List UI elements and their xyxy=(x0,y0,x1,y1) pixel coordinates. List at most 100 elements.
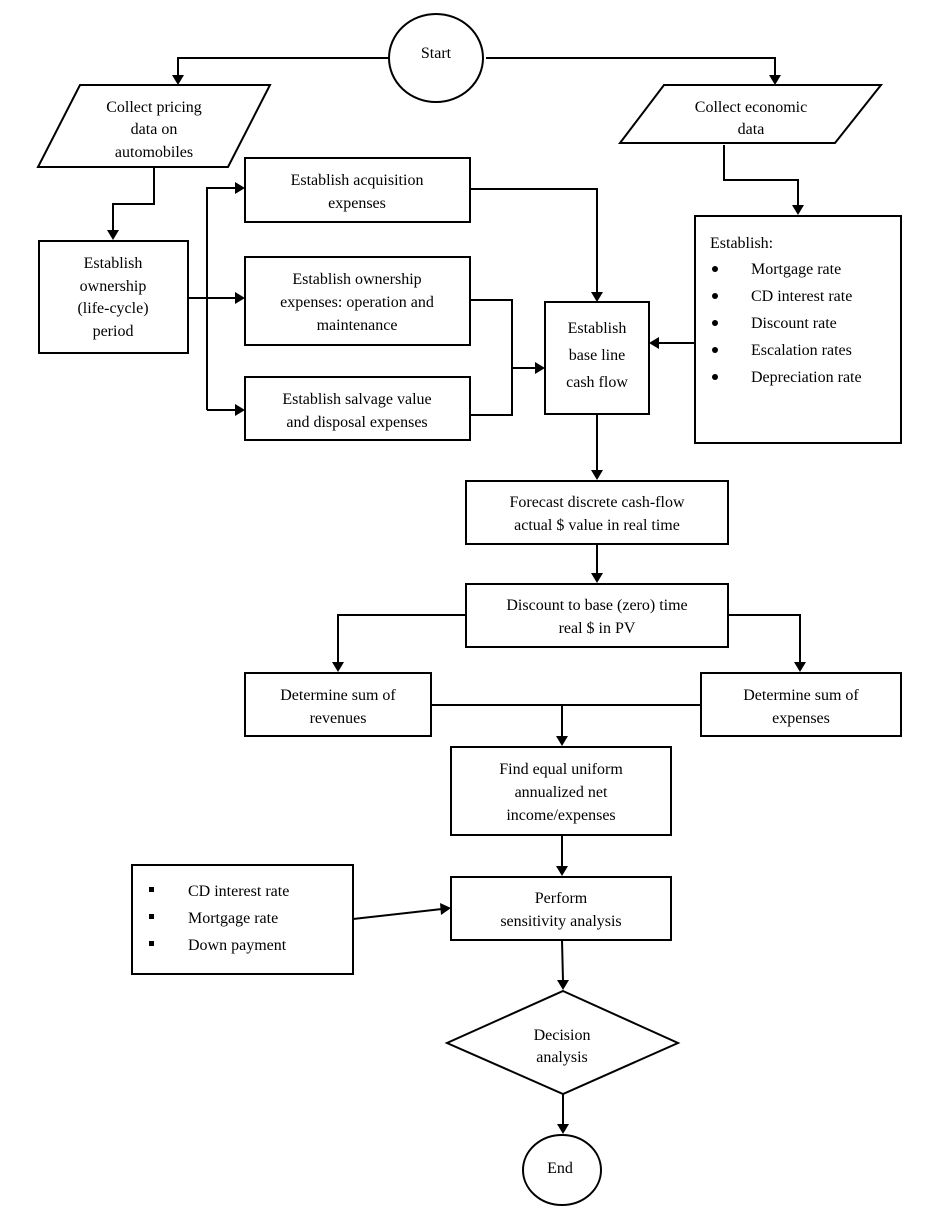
sensitivity-input-item: Down payment xyxy=(188,937,287,954)
bullet xyxy=(712,374,718,380)
rates-item: Discount rate xyxy=(751,315,837,332)
sum-expenses-line-1: Determine sum of xyxy=(743,687,859,704)
square-bullet xyxy=(149,887,154,892)
sum-revenues-line-1: Determine sum of xyxy=(280,687,396,704)
sensitivity-input-item: CD interest rate xyxy=(188,883,289,900)
arrowhead xyxy=(172,75,184,85)
salvage-line-2: and disposal expenses xyxy=(286,414,427,431)
end-node: End xyxy=(522,1134,602,1206)
arrowhead xyxy=(235,292,245,304)
arrowhead xyxy=(535,362,545,374)
bullet xyxy=(712,320,718,326)
ownership-expenses-node: Establish ownership expenses: operation … xyxy=(244,256,471,346)
equal-uniform-line-2: annualized net xyxy=(515,784,608,801)
connector-discount-to-revenues xyxy=(337,614,466,663)
connector-sensitivity-to-decision xyxy=(561,939,564,982)
collect-economic-line-2: data xyxy=(738,121,765,138)
square-bullet xyxy=(149,914,154,919)
connector-economic-to-rates xyxy=(723,145,799,206)
discount-line-2: real $ in PV xyxy=(559,620,636,637)
ownership-period-node: Establish ownership (life-cycle) period xyxy=(38,240,189,354)
acquisition-line-1: Establish acquisition xyxy=(291,172,424,189)
acquisition-node: Establish acquisition expenses xyxy=(244,157,471,223)
collect-pricing-line-1: Collect pricing xyxy=(106,99,202,116)
arrowhead xyxy=(235,404,245,416)
end-label: End xyxy=(547,1160,573,1177)
arrowhead xyxy=(556,866,568,876)
discount-node: Discount to base (zero) time real $ in P… xyxy=(465,583,729,648)
ownership-period-line-4: period xyxy=(93,323,134,340)
collect-pricing-line-2: data on xyxy=(131,121,178,138)
ownership-period-line-2: ownership xyxy=(80,278,147,295)
base-line-node: Establish base line cash flow xyxy=(544,301,650,415)
salvage-line-1: Establish salvage value xyxy=(282,391,431,408)
ownership-expenses-line-2: expenses: operation and xyxy=(280,294,434,311)
equal-uniform-line-3: income/expenses xyxy=(506,807,615,824)
decision-line-2: analysis xyxy=(536,1049,588,1066)
salvage-node: Establish salvage value and disposal exp… xyxy=(244,376,471,441)
base-line-line-2: base line xyxy=(569,347,625,364)
sum-expenses-node: Determine sum of expenses xyxy=(700,672,902,737)
sensitivity-line-1: Perform xyxy=(535,890,588,907)
connector-acquisition-to-baseline xyxy=(470,188,598,293)
sensitivity-line-2: sensitivity analysis xyxy=(500,913,621,930)
arrowhead xyxy=(794,662,806,672)
rates-item: CD interest rate xyxy=(751,288,852,305)
forecast-node: Forecast discrete cash-flow actual $ val… xyxy=(465,480,729,545)
arrowhead xyxy=(792,205,804,215)
rates-item: Depreciation rate xyxy=(751,369,862,386)
arrowhead xyxy=(769,75,781,85)
arrowhead xyxy=(332,662,344,672)
connector-ownership-to-baseline xyxy=(470,299,513,416)
collect-pricing-line-3: automobiles xyxy=(115,144,193,161)
rates-node: Establish: Mortgage rate CD interest rat… xyxy=(694,215,902,444)
connector-inputs-to-sensitivity xyxy=(352,908,443,920)
sensitivity-node: Perform sensitivity analysis xyxy=(450,876,672,941)
base-line-line-1: Establish xyxy=(568,320,627,337)
forecast-line-1: Forecast discrete cash-flow xyxy=(509,494,684,511)
base-line-line-3: cash flow xyxy=(566,374,628,391)
equal-uniform-line-1: Find equal uniform xyxy=(499,761,623,778)
collect-economic-line-1: Collect economic xyxy=(695,99,807,116)
start-label: Start xyxy=(421,45,452,62)
discount-line-1: Discount to base (zero) time xyxy=(506,597,687,614)
bullet xyxy=(712,266,718,272)
acquisition-line-2: expenses xyxy=(328,195,386,212)
start-node: Start xyxy=(388,13,484,103)
ownership-expenses-line-1: Establish ownership xyxy=(292,271,421,288)
ownership-period-line-3: (life-cycle) xyxy=(77,300,148,317)
connector-period-branch xyxy=(206,187,236,410)
sensitivity-input-item: Mortgage rate xyxy=(188,910,278,927)
connector-discount-to-expenses xyxy=(728,614,801,663)
arrowhead xyxy=(591,470,603,480)
arrowhead xyxy=(107,230,119,240)
collect-economic-node: Collect economic data xyxy=(617,84,884,144)
ownership-period-line-1: Establish xyxy=(84,255,143,272)
arrowhead xyxy=(649,337,659,349)
arrowhead xyxy=(591,573,603,583)
arrowhead xyxy=(591,292,603,302)
ownership-expenses-line-3: maintenance xyxy=(317,317,398,334)
bullet xyxy=(712,293,718,299)
arrowhead xyxy=(556,736,568,746)
sum-expenses-line-2: expenses xyxy=(772,710,830,727)
arrowhead xyxy=(235,182,245,194)
rates-item: Mortgage rate xyxy=(751,261,841,278)
connector-pricing-to-period xyxy=(112,168,155,231)
bullet xyxy=(712,347,718,353)
rates-heading: Establish: xyxy=(710,235,773,252)
rates-item: Escalation rates xyxy=(751,342,852,359)
sensitivity-inputs-node: CD interest rate Mortgage rate Down paym… xyxy=(131,864,354,975)
square-bullet xyxy=(149,941,154,946)
sum-revenues-line-2: revenues xyxy=(310,710,367,727)
decision-line-1: Decision xyxy=(534,1027,591,1044)
sum-revenues-node: Determine sum of revenues xyxy=(244,672,432,737)
equal-uniform-node: Find equal uniform annualized net income… xyxy=(450,746,672,836)
arrowhead xyxy=(557,1124,569,1134)
arrowhead xyxy=(440,903,451,915)
collect-pricing-node: Collect pricing data on automobiles xyxy=(36,84,272,168)
arrowhead xyxy=(557,980,569,990)
decision-node: Decision analysis xyxy=(444,989,681,1096)
connector-start-to-pricing xyxy=(177,57,389,76)
